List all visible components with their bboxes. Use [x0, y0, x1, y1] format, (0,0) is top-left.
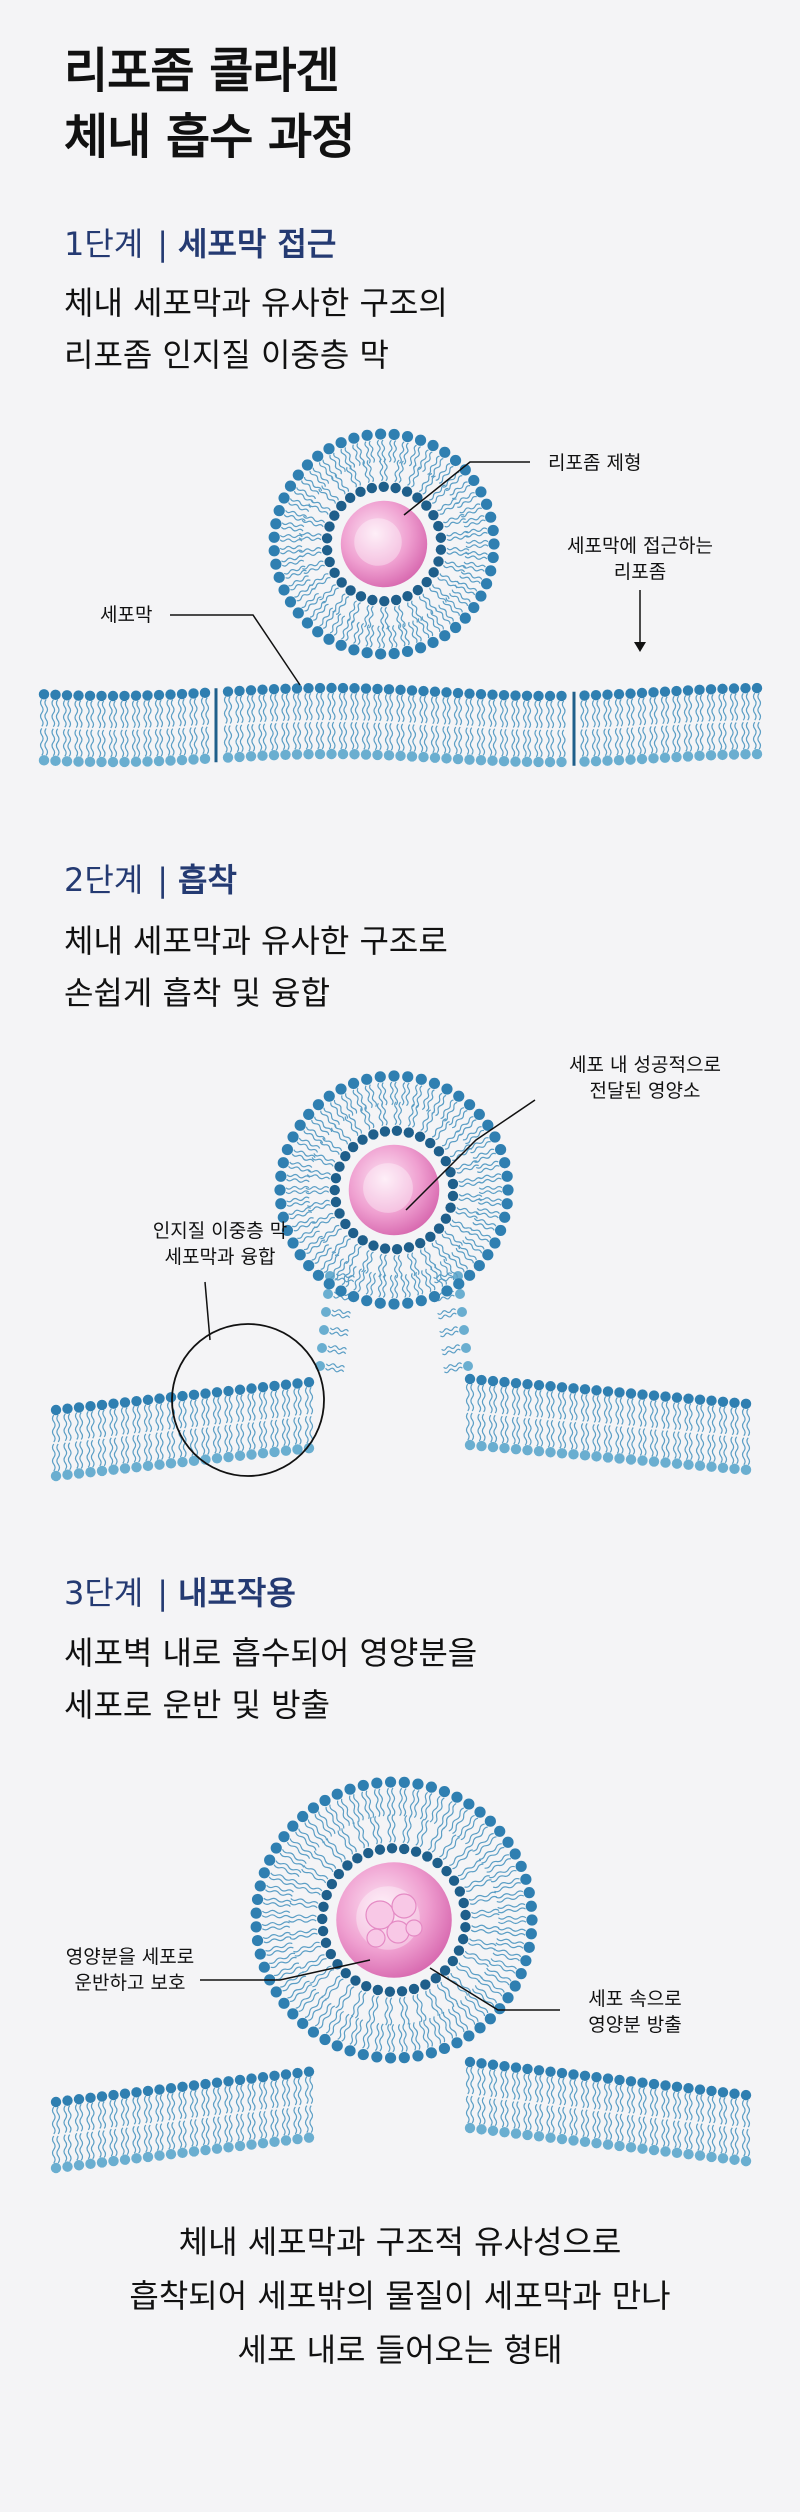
stage-2-membrane-right-tails	[465, 1383, 751, 1466]
stage-1-liposome-core-highlight	[354, 518, 402, 566]
stage-3-vesicle-core	[336, 1862, 452, 1978]
stage-3-membrane-right-tails	[465, 2066, 751, 2157]
stage-3-label-carry-line-1: 영양분을 세포로	[65, 1946, 195, 1968]
stage-1-liposome-tails	[279, 439, 489, 649]
stage-2-separator: |	[157, 861, 169, 899]
stage-2-membrane-left-heads	[50, 1376, 315, 1482]
fusion-leader-line	[204, 1281, 211, 1341]
stage-3-label-carry-line-2: 운반하고 보호	[74, 1972, 186, 1994]
stage-3-vesicle-heads	[250, 1776, 538, 2064]
stage-3-separator: |	[157, 1574, 169, 1612]
stage-3-desc-line-1: 세포벽 내로 흡수되어 영양분을	[64, 1634, 478, 1672]
stage-3-membrane-right-heads	[464, 2056, 752, 2167]
stage-2-label-fusion-line-1: 인지질 이중층 막	[152, 1220, 288, 1242]
nutrient-leader-line	[405, 1099, 536, 1211]
stage-2-label-fusion: 인지질 이중층 막 세포막과 융합	[110, 1218, 330, 1270]
stage-2-label-fusion-line-2: 세포막과 융합	[164, 1246, 276, 1268]
stage-1-label-membrane: 세포막	[100, 604, 153, 626]
stage-1-label-approach-line-2: 리포좀	[613, 561, 667, 583]
stage-2-name: 흡착	[178, 861, 237, 899]
stage-3-description: 세포벽 내로 흡수되어 영양분을 세포로 운반 및 방출	[64, 1627, 477, 1731]
nutrient-bubble-2	[386, 1920, 410, 1944]
stage-1-membrane-heads	[38, 682, 763, 768]
stage-2-description: 체내 세포막과 유사한 구조로 손쉽게 흡착 및 융합	[64, 915, 448, 1019]
stage-1-diagram	[38, 428, 763, 768]
stage-3-vesicle-tails	[261, 1787, 527, 2053]
carry-leader-line	[200, 1959, 371, 1981]
stage-3-label-carry: 영양분을 세포로 운반하고 보호	[40, 1944, 220, 1996]
stage-3-name: 내포작용	[178, 1574, 296, 1612]
nutrient-bubble-4	[405, 1919, 423, 1937]
stage-2-label-nutrient-line-1: 세포 내 성공적으로	[569, 1054, 721, 1076]
stage-1-desc-line-2: 리포좀 인지질 이중층 막	[64, 336, 389, 374]
release-leader-line	[429, 1967, 560, 2011]
stage-2-number: 2단계	[64, 861, 144, 899]
stage-3-label-release-line-2: 영양분 방출	[588, 2014, 682, 2036]
stage-1-separator: |	[157, 225, 169, 263]
stage-2-membrane-left-tails	[51, 1386, 314, 1472]
stage-2-liposome-core-highlight	[363, 1163, 413, 1213]
nutrient-bubble-0	[365, 1900, 395, 1930]
stage-1-heading: 1단계 |세포막 접근	[64, 222, 336, 266]
stage-2-desc-line-2: 손쉽게 흡착 및 융합	[64, 974, 331, 1012]
stage-2-diagram	[50, 1070, 752, 1482]
stage-2-label-nutrient: 세포 내 성공적으로 전달된 영양소	[530, 1052, 760, 1104]
approach-arrow-head	[634, 642, 646, 652]
stage-3-label-release-line-1: 세포 속으로	[588, 1988, 682, 2010]
nutrient-bubble-3	[366, 1928, 386, 1948]
stage-1-label-liposome: 리포좀 제형	[548, 452, 642, 474]
stage-2-label-nutrient-line-2: 전달된 영양소	[589, 1080, 701, 1102]
stage-3-diagram	[50, 1776, 752, 2174]
page-title: 리포좀 콜라겐 체내 흡수 과정	[64, 38, 355, 170]
title-line-1: 리포좀 콜라겐	[64, 43, 340, 99]
stage-2-membrane-right-heads	[464, 1373, 752, 1476]
stage-2-liposome-core	[348, 1144, 440, 1236]
stage-2-stalk-heads	[315, 1271, 473, 1371]
nutrient-bubble-1	[391, 1893, 417, 1919]
stage-3-number: 3단계	[64, 1574, 144, 1612]
stage-1-liposome-heads	[268, 428, 500, 660]
stage-1-description: 체내 세포막과 유사한 구조의 리포좀 인지질 이중층 막	[64, 277, 448, 381]
stage-1-number: 1단계	[64, 225, 144, 263]
stage-2-stalk-tails	[325, 1272, 463, 1374]
stage-1-label-approach: 세포막에 접근하는 리포좀	[540, 533, 740, 585]
title-line-2: 체내 흡수 과정	[64, 109, 355, 165]
stage-2-liposome-tails	[285, 1081, 503, 1299]
summary-line-2: 흡착되어 세포밖의 물질이 세포막과 만나	[129, 2277, 671, 2315]
stage-1-membrane-tails	[39, 692, 762, 758]
stage-2-liposome-heads	[274, 1070, 514, 1310]
stage-1-label-approach-line-1: 세포막에 접근하는	[567, 535, 713, 557]
stage-3-label-release: 세포 속으로 영양분 방출	[560, 1986, 710, 2038]
stage-3-heading: 3단계 |내포작용	[64, 1571, 296, 1615]
stage-2-desc-line-1: 체내 세포막과 유사한 구조로	[64, 922, 448, 960]
stage-3-membrane-left-heads	[50, 2066, 315, 2174]
membrane-leader-line	[170, 614, 301, 686]
stage-3-membrane-left-tails	[51, 2076, 314, 2164]
summary-line-1: 체내 세포막과 구조적 유사성으로	[178, 2223, 622, 2261]
stage-1-liposome-core	[340, 500, 428, 588]
stage-1-desc-line-1: 체내 세포막과 유사한 구조의	[64, 284, 448, 322]
liposome-leader-line	[403, 461, 530, 516]
stage-1-name: 세포막 접근	[178, 225, 337, 263]
summary-line-3: 세포 내로 들어오는 형태	[237, 2331, 563, 2369]
fusion-highlight-circle	[171, 1323, 325, 1477]
stage-3-desc-line-2: 세포로 운반 및 방출	[64, 1686, 331, 1724]
summary-text: 체내 세포막과 구조적 유사성으로 흡착되어 세포밖의 물질이 세포막과 만나 …	[0, 2215, 800, 2377]
stage-2-heading: 2단계 |흡착	[64, 858, 237, 902]
